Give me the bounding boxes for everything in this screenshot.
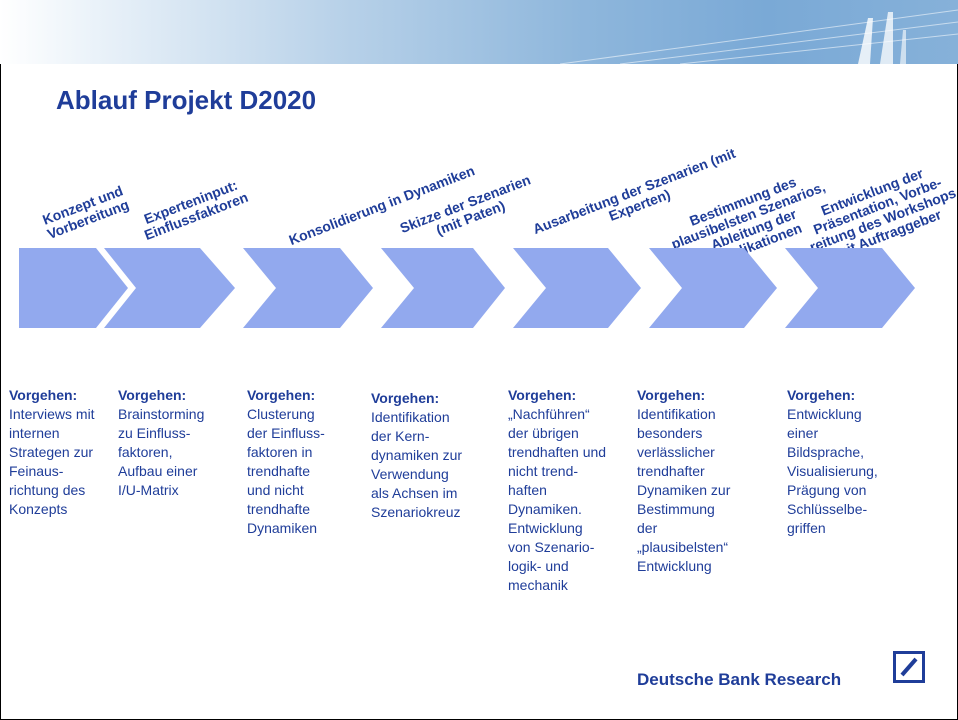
step-text-line: internen xyxy=(9,425,60,441)
chevron-5 xyxy=(513,248,641,328)
step-text-line: Entwicklung xyxy=(787,406,862,422)
step-text-line: Identifikation xyxy=(371,409,450,425)
brand-name: Deutsche Bank Research xyxy=(637,670,842,689)
step-text-line: und nicht xyxy=(247,482,304,498)
step-heading: Vorgehen: xyxy=(9,387,78,403)
step-text-line: faktoren, xyxy=(118,444,173,460)
step-text-line: Dynamiken zur xyxy=(637,482,731,498)
step-text-line: verlässlicher xyxy=(637,444,715,460)
step-text-line: trendhafte xyxy=(247,501,311,517)
step-text-line: der übrigen xyxy=(508,425,579,441)
step-text-line: dynamiken zur xyxy=(371,447,463,463)
step-text-line: der Einfluss- xyxy=(247,425,325,441)
step-text-line: Szenariokreuz xyxy=(371,504,461,520)
step-text-line: richtung des xyxy=(9,482,86,498)
step-text-line: von Szenario- xyxy=(508,539,595,555)
step-heading: Vorgehen: xyxy=(118,387,187,403)
chevron-1 xyxy=(19,248,128,328)
step-text-line: Identifikation xyxy=(637,406,716,422)
process-chevrons xyxy=(19,248,915,328)
step-text-line: als Achsen im xyxy=(371,485,458,501)
step-heading: Vorgehen: xyxy=(247,387,316,403)
step-text-line: Strategen zur xyxy=(9,444,94,460)
step-text-line: Bestimmung xyxy=(637,501,715,517)
step-text-line: „Nachführen“ xyxy=(508,406,590,422)
step-text-line: trendhaften und xyxy=(508,444,607,460)
bridge-graphic xyxy=(559,9,958,64)
step-text-line: „plausibelsten“ xyxy=(637,539,729,555)
step-description: Vorgehen: Brainstorming zu Einfluss-faktor… xyxy=(118,386,204,500)
step-heading: Vorgehen: xyxy=(787,387,856,403)
chevron-7 xyxy=(785,248,915,328)
step-text-line: einer xyxy=(787,425,819,441)
step-text-line: Aufbau einer xyxy=(118,463,198,479)
chevron-3 xyxy=(243,248,373,328)
chevron-4 xyxy=(381,248,505,328)
step-text-line: trendhafte xyxy=(247,463,311,479)
step-description: Vorgehen: „Nachführen“ der übrigen trendhaf… xyxy=(508,386,606,595)
chevron-6 xyxy=(649,248,777,328)
step-text-line: Bildsprache, xyxy=(787,444,865,460)
step-heading: Vorgehen: xyxy=(637,387,706,403)
step-text-line: Clusterung xyxy=(247,406,315,422)
step-text-line: trendhafter xyxy=(637,463,705,479)
step-text-line: haften xyxy=(508,482,547,498)
step-text-line: Entwicklung xyxy=(637,558,712,574)
page-title: Ablauf Projekt D2020 xyxy=(56,85,317,115)
step-text-line: der Kern- xyxy=(371,428,430,444)
step-text-line: faktoren in xyxy=(247,444,313,460)
step-text-line: Dynamiken. xyxy=(508,501,582,517)
step-text-line: zu Einfluss- xyxy=(118,425,191,441)
chevron-2 xyxy=(104,248,235,328)
step-description: Vorgehen: Identifikation besonders verlässl… xyxy=(637,386,730,576)
step-text-line: Feinaus- xyxy=(9,463,64,479)
step-text-line: I/U-Matrix xyxy=(118,482,179,498)
step-text-line: Brainstorming xyxy=(118,406,205,422)
step-text-line: Dynamiken xyxy=(247,520,318,536)
step-description: Vorgehen: Identifikation der Kern-dynamike… xyxy=(371,389,462,522)
step-text-line: Konzepts xyxy=(9,501,68,517)
step-text-line: Prägung von xyxy=(787,482,867,498)
step-text-line: der xyxy=(637,520,658,536)
step-text-line: logik- und xyxy=(508,558,569,574)
step-text-line: mechanik xyxy=(508,577,568,593)
step-text-line: griffen xyxy=(787,520,826,536)
step-heading: Vorgehen: xyxy=(371,390,440,406)
step-text-line: Verwendung xyxy=(371,466,449,482)
step-heading: Vorgehen: xyxy=(508,387,577,403)
deutsche-bank-logo-icon xyxy=(893,651,925,683)
step-description: Vorgehen: Clusterung der Einfluss-faktoren… xyxy=(247,386,325,538)
step-text-line: Interviews mit xyxy=(9,406,95,422)
step-text-line: Visualisierung, xyxy=(787,463,878,479)
step-text-line: besonders xyxy=(637,425,703,441)
step-text-line: Schlüsselbe- xyxy=(787,501,868,517)
step-text-line: Entwicklung xyxy=(508,520,583,536)
header-banner xyxy=(0,0,958,64)
step-text-line: nicht trend- xyxy=(508,463,579,479)
